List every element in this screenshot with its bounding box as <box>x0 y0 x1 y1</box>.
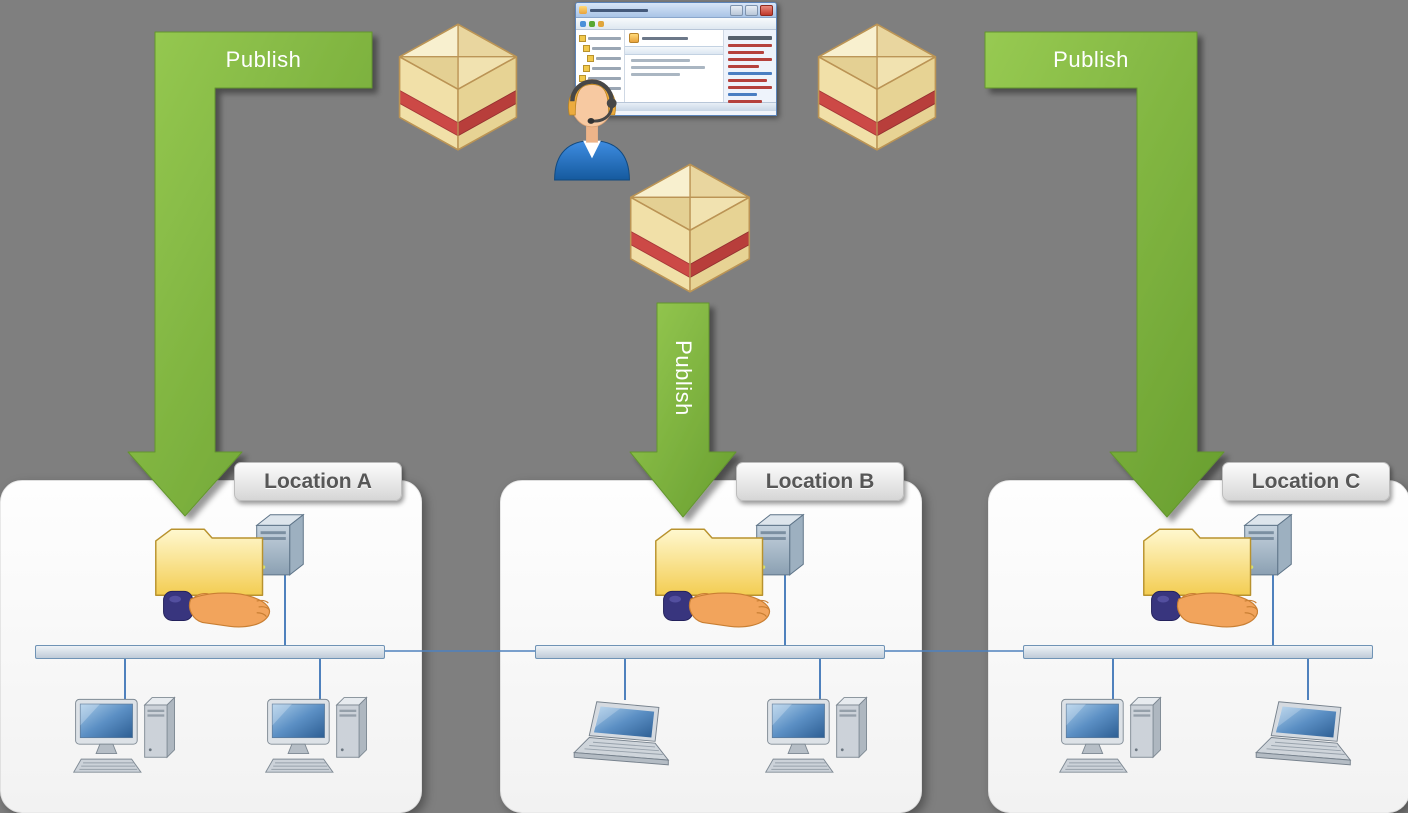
window-app-icon <box>579 6 587 14</box>
toolbar-icon <box>589 20 595 27</box>
publish-label-right: Publish <box>1053 47 1129 72</box>
location-label-c: Location C <box>1222 462 1390 501</box>
window-toolbar <box>576 18 776 30</box>
minimize-icon <box>730 4 743 16</box>
network-bus-b <box>535 645 885 659</box>
list-column-header <box>625 46 723 55</box>
publish-arrow-right <box>984 31 1225 518</box>
location-label-b: Location B <box>736 462 904 501</box>
software-package-icon-left <box>393 20 523 152</box>
window-controls <box>730 4 773 16</box>
window-status-bar <box>576 102 776 111</box>
close-icon <box>760 4 773 16</box>
location-label-a: Location A <box>234 462 402 501</box>
software-package-icon-right <box>812 20 942 152</box>
network-bus-a <box>35 645 385 659</box>
window-title-bar <box>576 3 776 18</box>
publish-arrow-middle <box>629 302 737 518</box>
window-body <box>576 30 776 103</box>
window-title-placeholder <box>590 8 648 12</box>
window-list-pane <box>625 30 723 102</box>
window-actions-pane <box>723 30 776 103</box>
publish-arrow-left <box>127 31 373 517</box>
toolbar-icon <box>598 20 604 27</box>
administrator-with-headset-icon <box>540 52 644 182</box>
network-bus-c <box>1023 645 1373 659</box>
package-mini-icon <box>629 33 639 43</box>
publish-label-left: Publish <box>225 47 302 72</box>
toolbar-icon <box>580 20 586 27</box>
publish-label-middle: Publish <box>671 340 696 416</box>
maximize-icon <box>745 4 758 16</box>
